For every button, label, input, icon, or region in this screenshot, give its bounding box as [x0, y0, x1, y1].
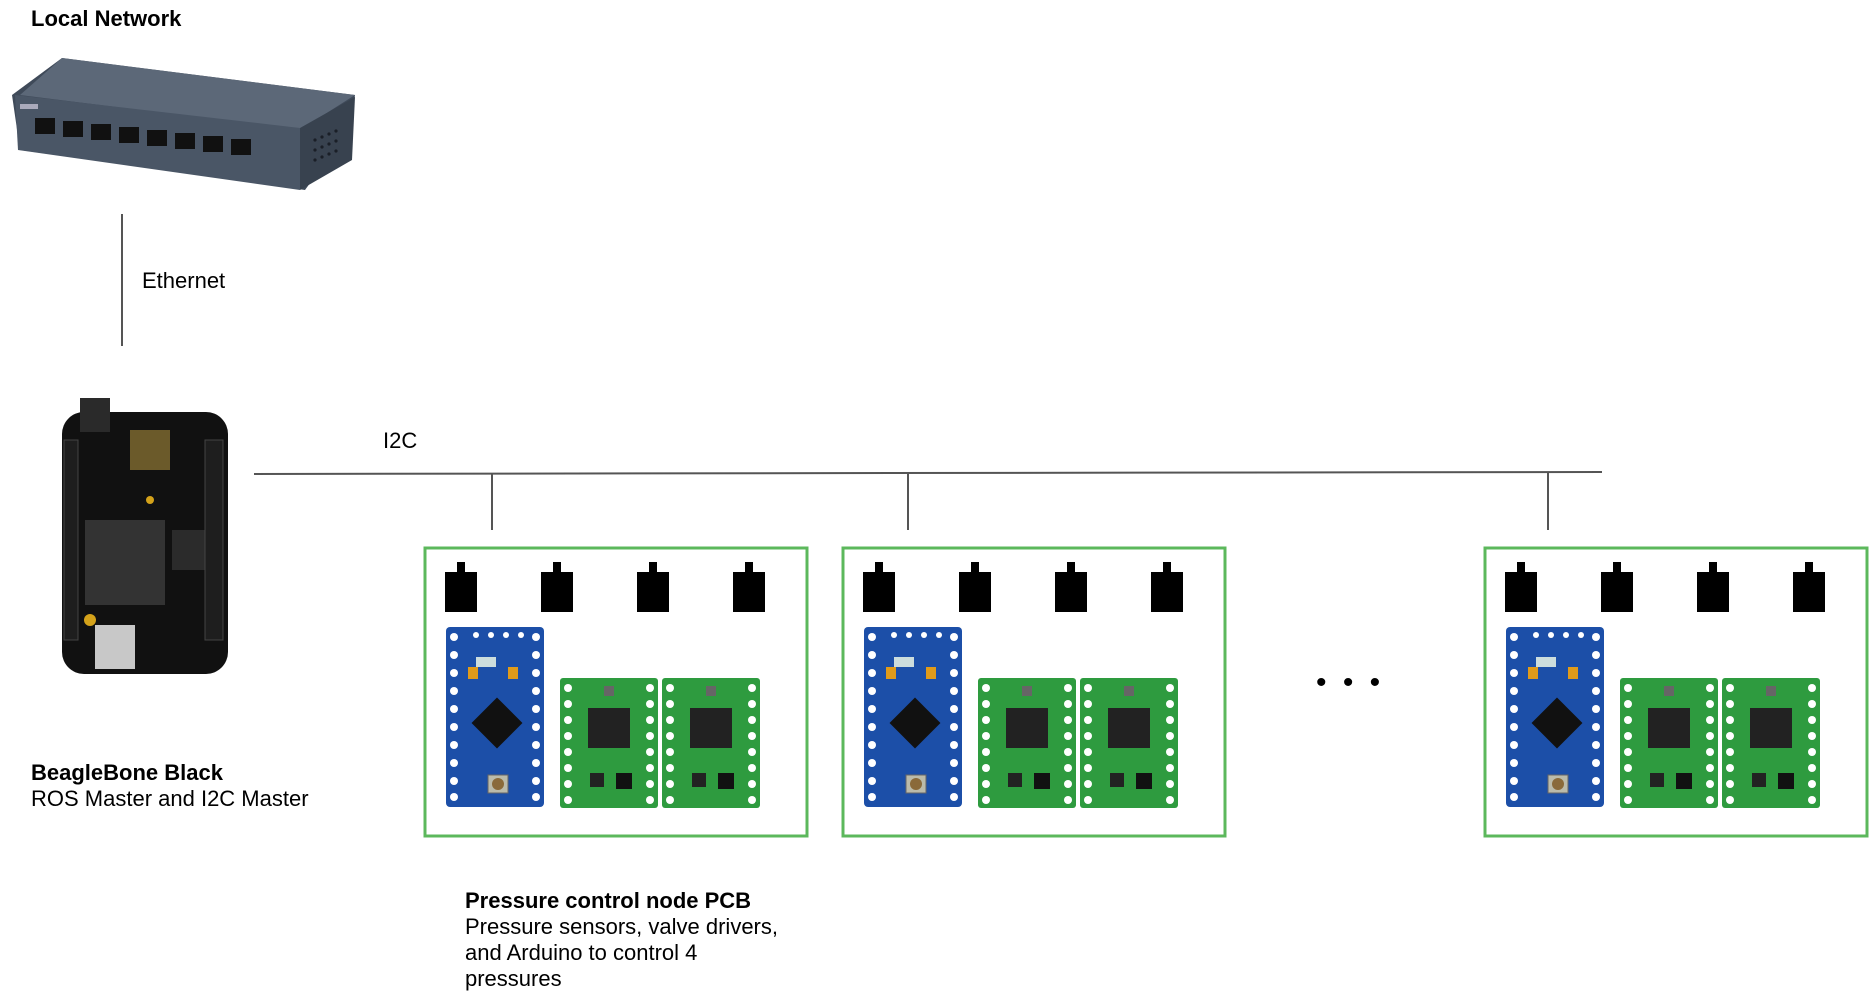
network-switch-icon: [12, 58, 355, 190]
i2c-label: I2C: [383, 428, 418, 453]
valve-driver-icon: [1722, 678, 1820, 808]
more-nodes-ellipsis: • • •: [1316, 666, 1385, 699]
ethernet-label: Ethernet: [142, 268, 226, 293]
i2c-bus: [253, 471, 1603, 475]
arduino-icon: [445, 626, 545, 808]
valve-driver-icon: [560, 678, 658, 808]
pcb-description-line: pressures: [465, 966, 562, 991]
valve-driver-icon: [1080, 678, 1178, 808]
pcb-description-line: Pressure sensors, valve drivers,: [465, 914, 778, 939]
pressure-node-2: [841, 546, 1227, 838]
pcb-caption: Pressure control node PCB Pressure senso…: [465, 888, 778, 992]
valve-driver-icon: [1620, 678, 1718, 808]
pressure-node-1: [423, 546, 809, 838]
beaglebone-title: BeagleBone Black: [31, 760, 223, 785]
pcb-description-line: and Arduino to control 4: [465, 940, 698, 965]
beaglebone-subtitle: ROS Master and I2C Master: [31, 786, 309, 811]
pressure-node-3: [1483, 546, 1869, 838]
beaglebone-board-icon: [62, 398, 228, 674]
pcb-title: Pressure control node PCB: [465, 888, 752, 913]
arduino-icon: [1505, 626, 1605, 808]
beaglebone-caption: BeagleBone Black ROS Master and I2C Mast…: [31, 760, 309, 812]
valve-driver-icon: [978, 678, 1076, 808]
arduino-icon: [863, 626, 963, 808]
local-network-title: Local Network: [31, 6, 182, 31]
valve-driver-icon: [662, 678, 760, 808]
